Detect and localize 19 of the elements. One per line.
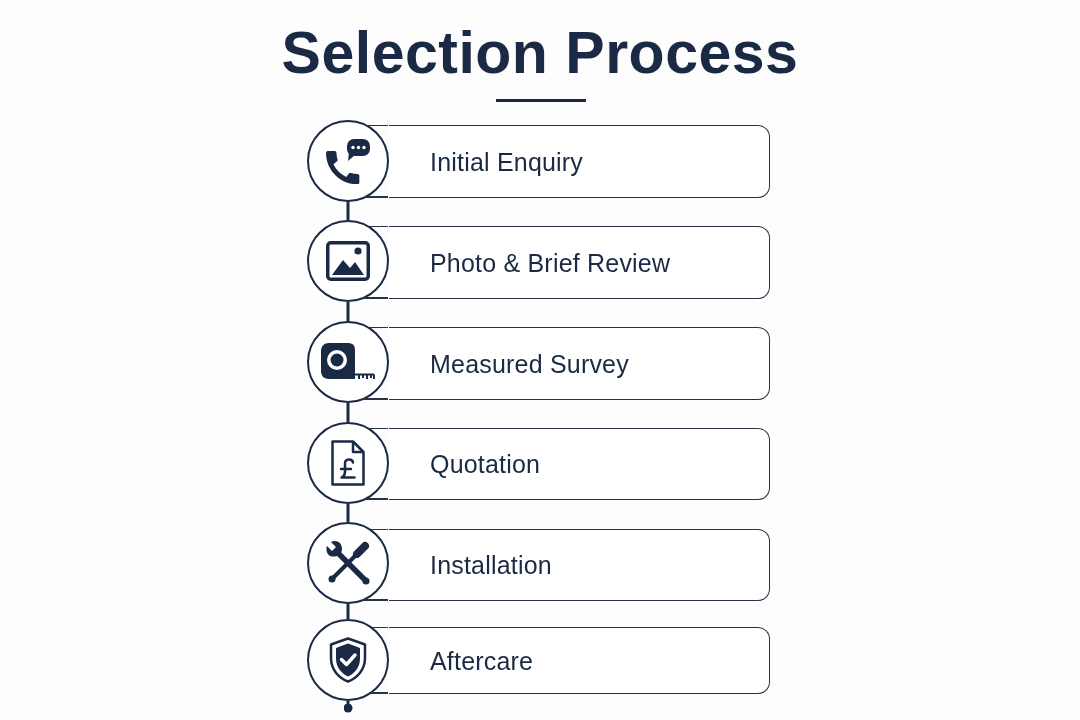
step-label: Installation xyxy=(430,550,552,580)
step-box xyxy=(389,125,770,198)
step-box xyxy=(389,327,770,400)
step-label: Photo & Brief Review xyxy=(430,247,671,278)
connector-line xyxy=(346,302,350,321)
connector-line xyxy=(346,604,350,619)
step-label: Aftercare xyxy=(430,645,534,676)
connector-line xyxy=(346,202,350,220)
step-label: Quotation xyxy=(430,449,541,479)
step-label: Initial Enquiry xyxy=(430,146,584,177)
step-label: Measured Survey xyxy=(430,348,629,379)
connector-line xyxy=(343,701,353,713)
connector-line xyxy=(346,403,350,422)
step-box xyxy=(389,428,770,500)
step-box xyxy=(389,627,770,694)
step-box xyxy=(389,529,770,601)
page-title: Selection Process xyxy=(281,21,799,86)
step-box xyxy=(389,226,770,299)
connector-line xyxy=(346,504,350,522)
